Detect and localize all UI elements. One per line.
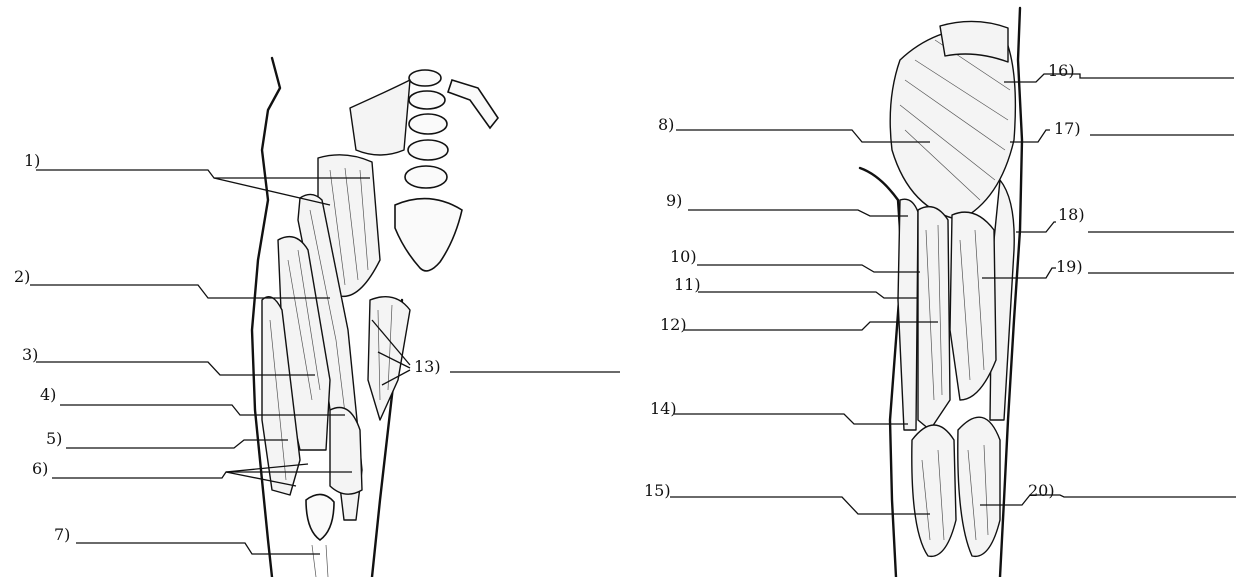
gracilis [898,199,918,430]
label-18: 18) [1058,205,1085,224]
label-4: 4) [40,385,56,404]
iliac-crest [350,80,410,155]
label-7: 7) [54,525,70,544]
gastrocnemius-lateral-head [958,417,1000,556]
label-8: 8) [658,115,674,134]
label-12: 12) [660,315,687,334]
label-11: 11) [674,275,701,294]
semitendinosus-biceps [950,212,996,400]
sacrum [395,199,462,271]
patella [306,494,334,540]
anterior-thigh-illustration [252,58,498,577]
gastrocnemius-medial-head [912,425,956,556]
label-6: 6) [32,459,48,478]
label-19: 19) [1056,257,1083,276]
posterior-thigh-illustration [860,8,1022,577]
label-16: 16) [1048,61,1075,80]
label-1: 1) [24,151,40,170]
label-3: 3) [22,345,38,364]
label-15: 15) [644,481,671,500]
leader-lines [30,74,1236,554]
posterior-left-outline [860,168,902,577]
label-10: 10) [670,247,697,266]
label-14: 14) [650,399,677,418]
label-20: 20) [1028,481,1055,500]
label-9: 9) [666,191,682,210]
label-5: 5) [46,429,62,448]
lumbar-spine [405,70,498,188]
label-17: 17) [1054,119,1081,138]
label-2: 2) [14,267,30,286]
label-13: 13) [414,357,441,376]
